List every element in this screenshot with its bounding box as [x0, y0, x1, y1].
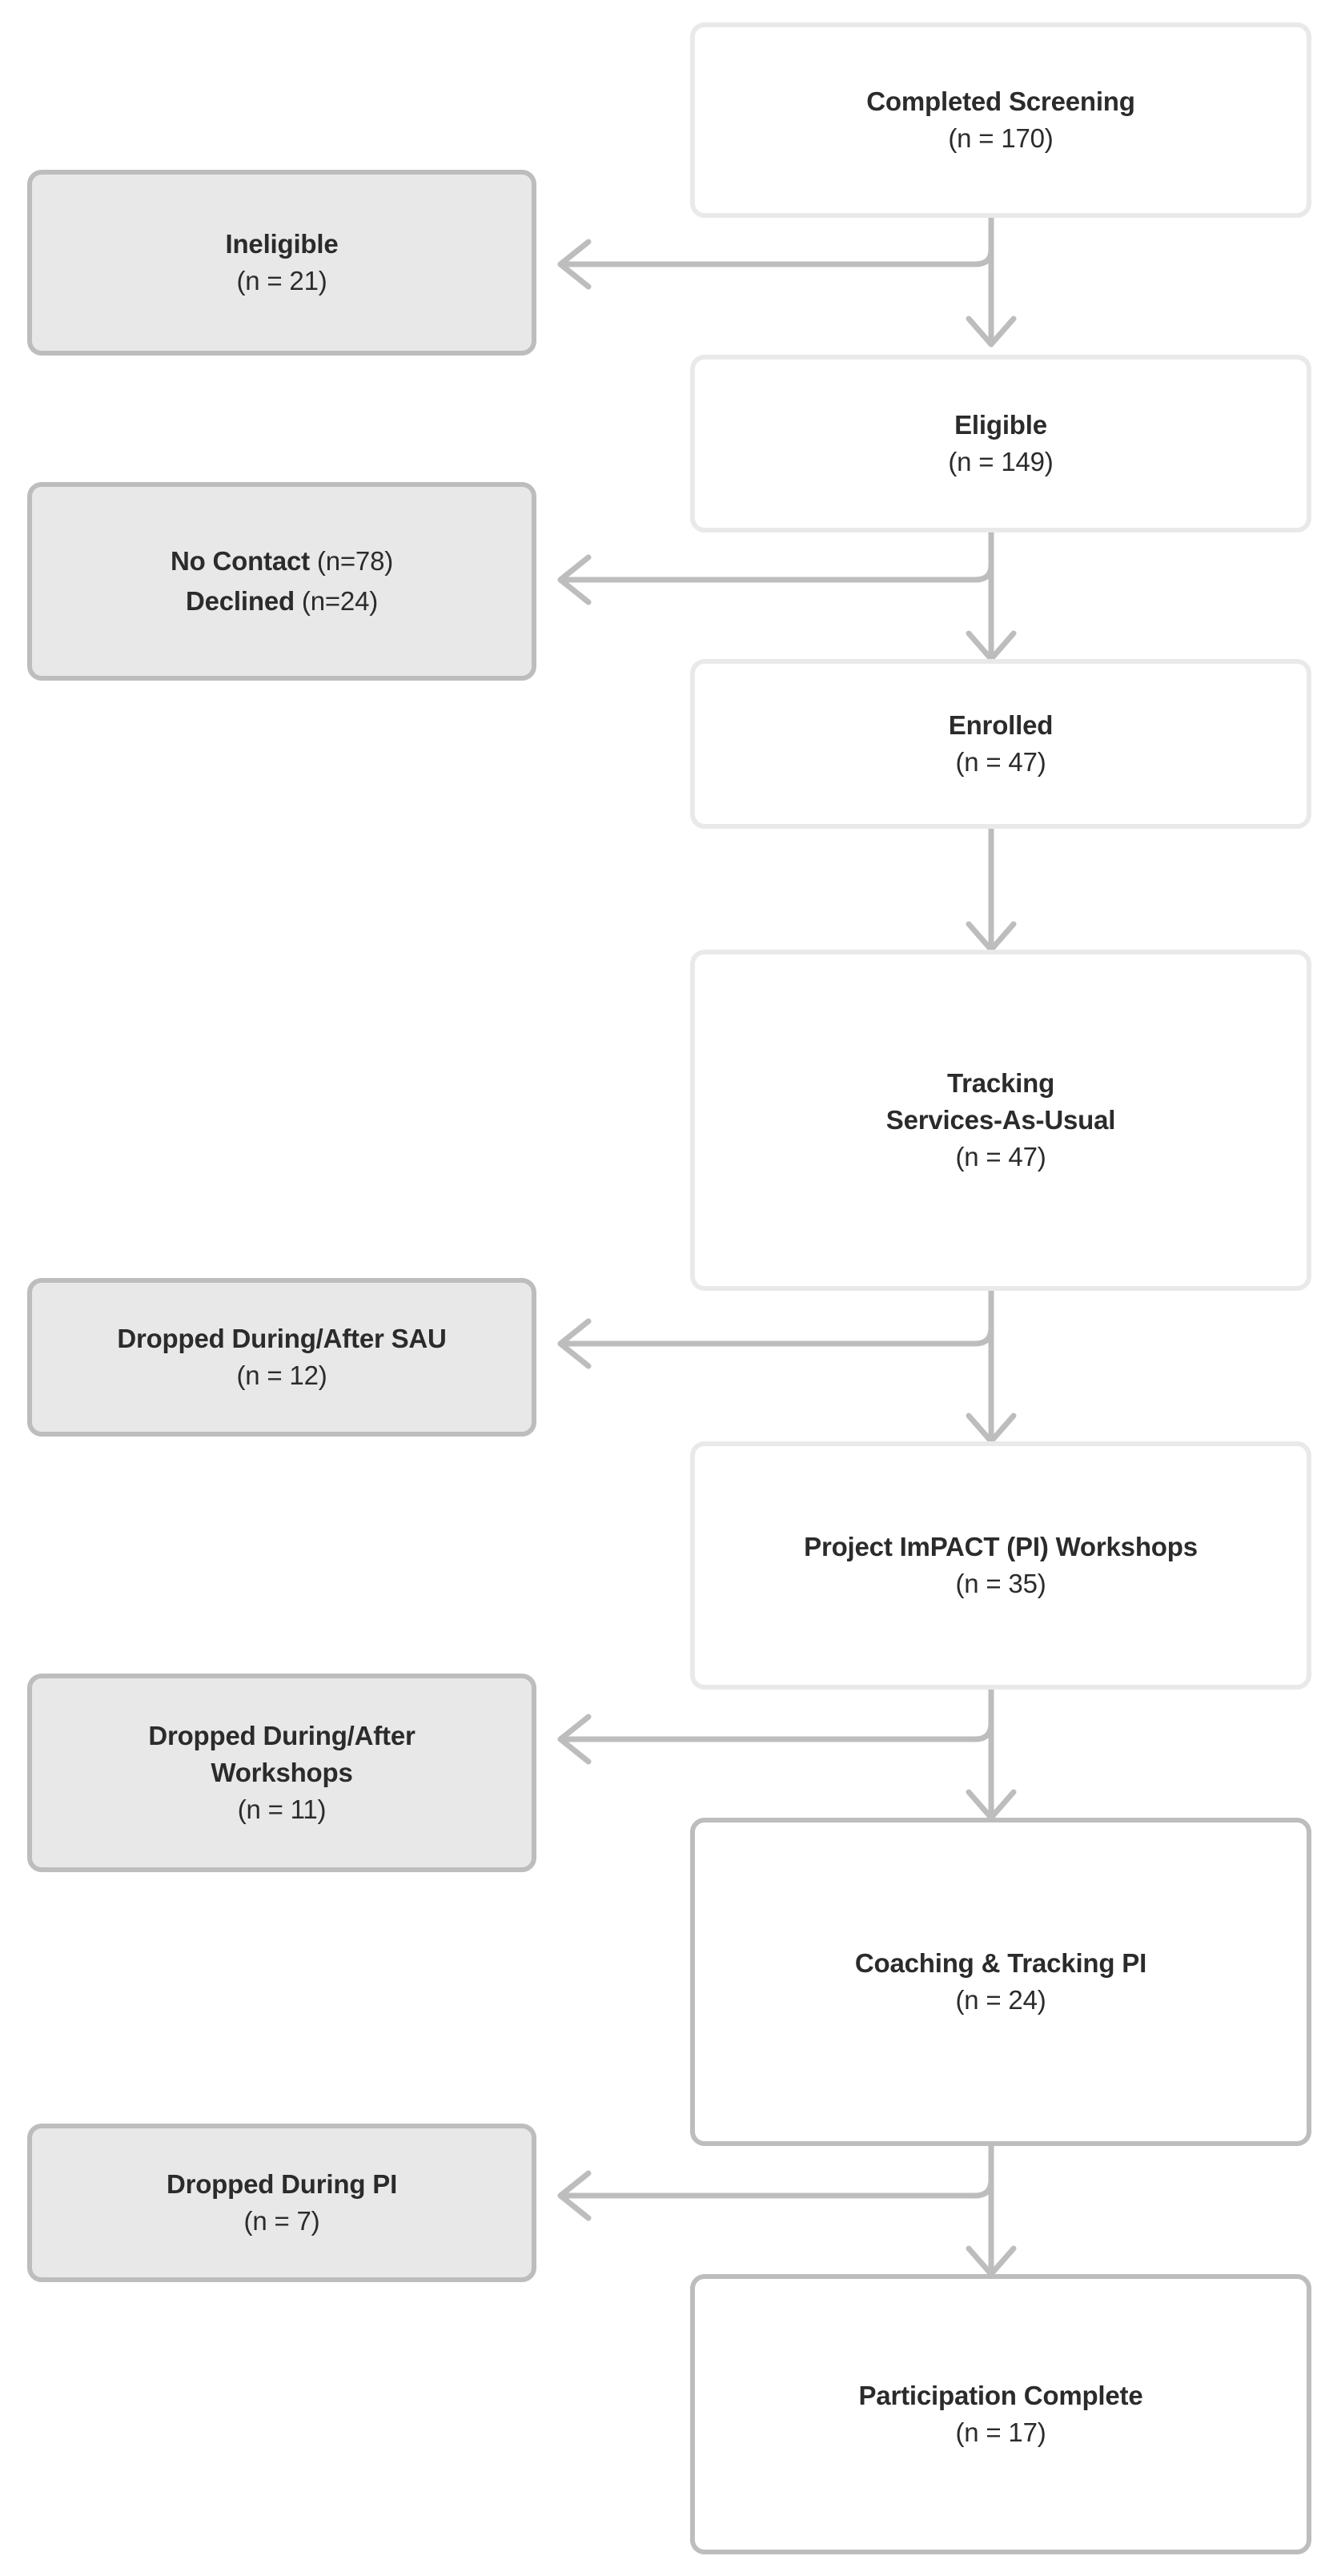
node-title: Enrolled	[948, 710, 1054, 740]
node-coaching-tracking-pi[interactable]: Coaching & Tracking PI (n = 24)	[690, 1818, 1311, 2146]
no-contact-count: (n=78)	[309, 546, 394, 576]
node-count: (n = 35)	[955, 1569, 1046, 1598]
declined-count: (n=24)	[294, 586, 379, 616]
node-title: Dropped During/After SAU	[117, 1324, 447, 1353]
arrowhead-left-2	[557, 554, 592, 605]
node-title: Eligible	[954, 410, 1047, 440]
node-title-line1: Dropped During/After	[148, 1721, 416, 1750]
arrowhead-left-3	[557, 1318, 592, 1369]
arrowhead-left-1	[557, 239, 592, 290]
node-count: (n = 47)	[955, 747, 1046, 777]
node-enrolled[interactable]: Enrolled (n = 47)	[690, 659, 1311, 829]
branch-to-dropped-workshops	[557, 1709, 994, 1742]
arrowhead-down-5	[966, 1789, 1017, 1821]
arrowhead-left-5	[557, 2170, 592, 2221]
no-contact-label: No Contact	[170, 546, 310, 576]
branch-to-dropped-sau	[557, 1310, 994, 1347]
branch-to-ineligible	[557, 237, 994, 267]
node-dropped-during-after-workshops[interactable]: Dropped During/After Workshops (n = 11)	[27, 1674, 536, 1872]
node-count: (n = 149)	[948, 447, 1054, 476]
node-title: Completed Screening	[866, 86, 1135, 116]
branch-to-nocontact	[557, 552, 994, 583]
node-count: (n = 21)	[236, 266, 327, 295]
branch-to-dropped-pi	[557, 2165, 994, 2199]
node-declined-line: Declined (n=24)	[32, 581, 532, 621]
node-title: Coaching & Tracking PI	[854, 1948, 1147, 1978]
node-title: Participation Complete	[858, 2381, 1143, 2410]
node-no-contact-declined[interactable]: No Contact (n=78) Declined (n=24)	[27, 482, 536, 681]
node-dropped-during-pi[interactable]: Dropped During PI (n = 7)	[27, 2124, 536, 2282]
arrowhead-down-4	[966, 1413, 1017, 1445]
arrowhead-down-2	[966, 630, 1017, 662]
arrowhead-left-4	[557, 1714, 592, 1765]
node-count: (n = 24)	[955, 1985, 1046, 2015]
node-title-line2: Services-As-Usual	[885, 1105, 1116, 1135]
node-no-contact-line: No Contact (n=78)	[32, 541, 532, 581]
node-title: Project ImPACT (PI) Workshops	[804, 1532, 1198, 1561]
node-participation-complete[interactable]: Participation Complete (n = 17)	[690, 2274, 1311, 2554]
node-count: (n = 17)	[955, 2417, 1046, 2447]
node-dropped-during-after-sau[interactable]: Dropped During/After SAU (n = 12)	[27, 1278, 536, 1437]
node-ineligible[interactable]: Ineligible (n = 21)	[27, 170, 536, 356]
arrowhead-down-3	[966, 921, 1017, 953]
node-title-line2: Workshops	[211, 1758, 353, 1787]
node-title: Ineligible	[225, 229, 339, 259]
node-title-line1: Tracking	[946, 1068, 1055, 1098]
declined-label: Declined	[185, 586, 295, 616]
arrowhead-down-6	[966, 2245, 1017, 2277]
node-title: Dropped During PI	[166, 2169, 398, 2199]
node-count: (n = 170)	[948, 123, 1054, 153]
node-count: (n = 47)	[955, 1142, 1046, 1171]
node-count: (n = 12)	[236, 1360, 327, 1390]
node-count: (n = 11)	[237, 1794, 327, 1824]
node-count: (n = 7)	[243, 2206, 320, 2236]
node-eligible[interactable]: Eligible (n = 149)	[690, 355, 1311, 532]
arrowhead-down-1	[966, 315, 1017, 348]
node-tracking-services-as-usual[interactable]: Tracking Services-As-Usual (n = 47)	[690, 950, 1311, 1291]
node-completed-screening[interactable]: Completed Screening (n = 170)	[690, 22, 1311, 218]
node-project-impact-workshops[interactable]: Project ImPACT (PI) Workshops (n = 35)	[690, 1441, 1311, 1690]
